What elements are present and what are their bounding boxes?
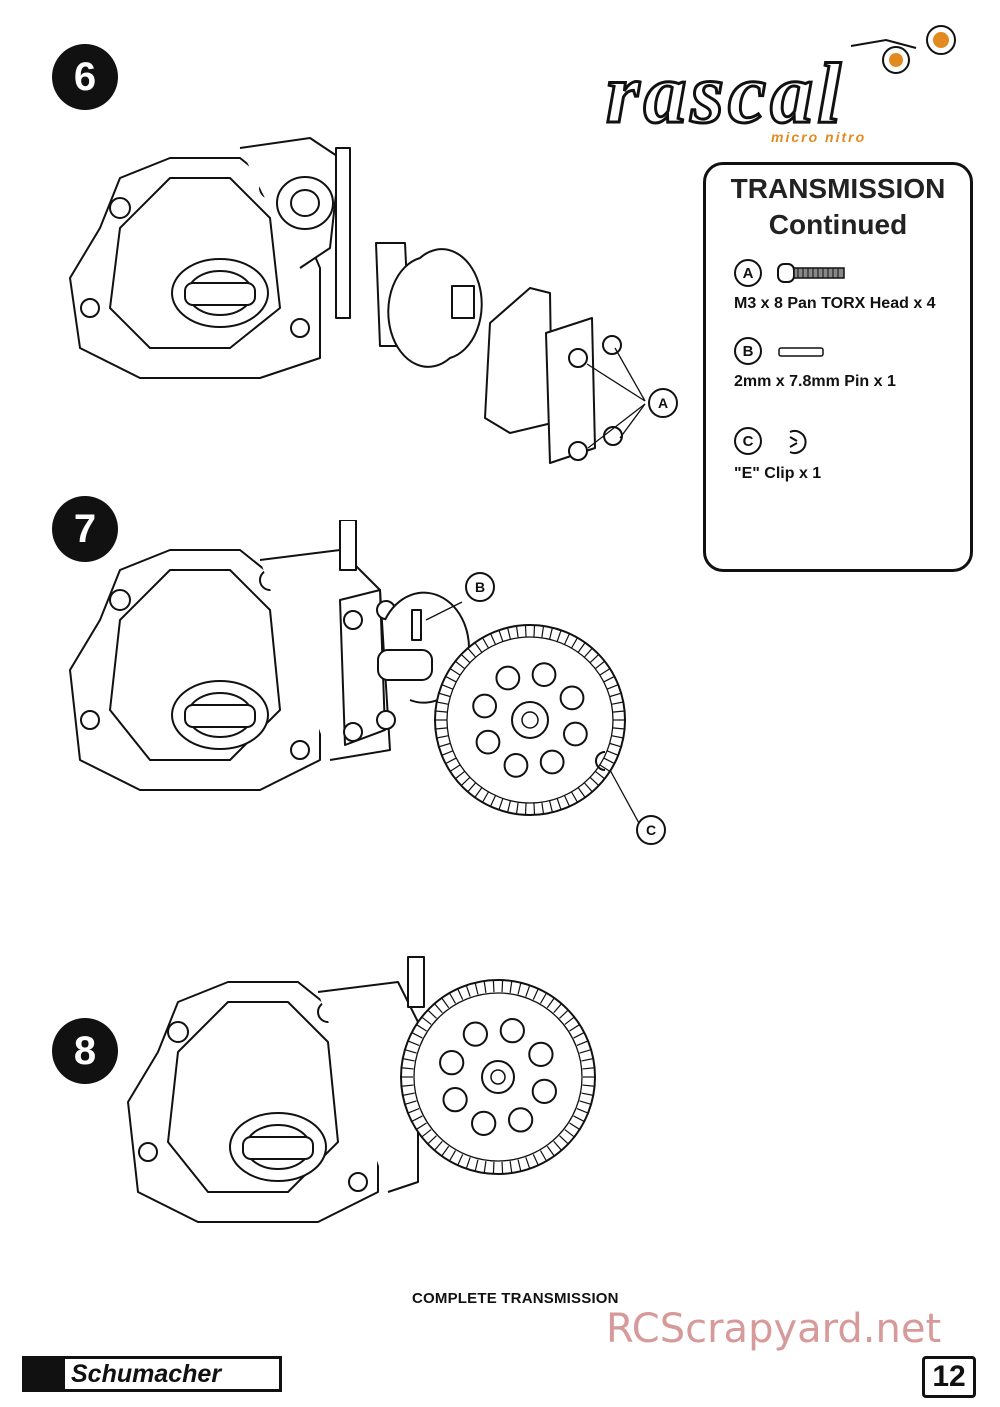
step-7-diagram xyxy=(60,520,680,870)
step-8-diagram xyxy=(118,952,608,1282)
part-letter-a: A xyxy=(734,259,762,287)
site-watermark: RCScrapyard.net xyxy=(606,1306,942,1352)
page-number: 12 xyxy=(922,1356,976,1398)
parts-box-title: TRANSMISSION xyxy=(730,173,946,204)
callout-b: B xyxy=(465,572,495,602)
step-8-badge: 8 xyxy=(52,1018,118,1084)
part-desc-c: "E" Clip x 1 xyxy=(734,465,822,482)
part-letter-c: C xyxy=(734,427,762,455)
step-6-badge: 6 xyxy=(52,44,118,110)
schumacher-logo: Schumacher xyxy=(22,1356,282,1392)
svg-text:micro nitro: micro nitro xyxy=(771,129,866,145)
complete-transmission-caption: COMPLETE TRANSMISSION xyxy=(412,1290,619,1307)
part-letter-b: B xyxy=(734,337,762,365)
parts-box-subtitle: Continued xyxy=(768,209,908,240)
step-6-diagram xyxy=(60,118,700,498)
e-clip-icon xyxy=(789,430,807,454)
screw-icon xyxy=(777,263,845,283)
spur-gear xyxy=(434,624,626,816)
callout-a: A xyxy=(648,388,678,418)
rascal-logo: rascal micro nitro xyxy=(596,20,976,150)
pin-icon xyxy=(778,347,824,357)
part-desc-a: M3 x 8 Pan TORX Head x 4 xyxy=(734,295,936,312)
parts-box: TRANSMISSION Continued A M3 x 8 Pan TORX… xyxy=(703,162,973,572)
schumacher-wordmark: Schumacher xyxy=(71,1359,222,1388)
schumacher-mark-icon xyxy=(25,1359,65,1389)
part-desc-b: 2mm x 7.8mm Pin x 1 xyxy=(734,373,896,390)
callout-c: C xyxy=(636,815,666,845)
svg-text:rascal: rascal xyxy=(606,45,845,141)
spur-gear-installed xyxy=(400,979,596,1175)
step-7-badge: 7 xyxy=(52,496,118,562)
